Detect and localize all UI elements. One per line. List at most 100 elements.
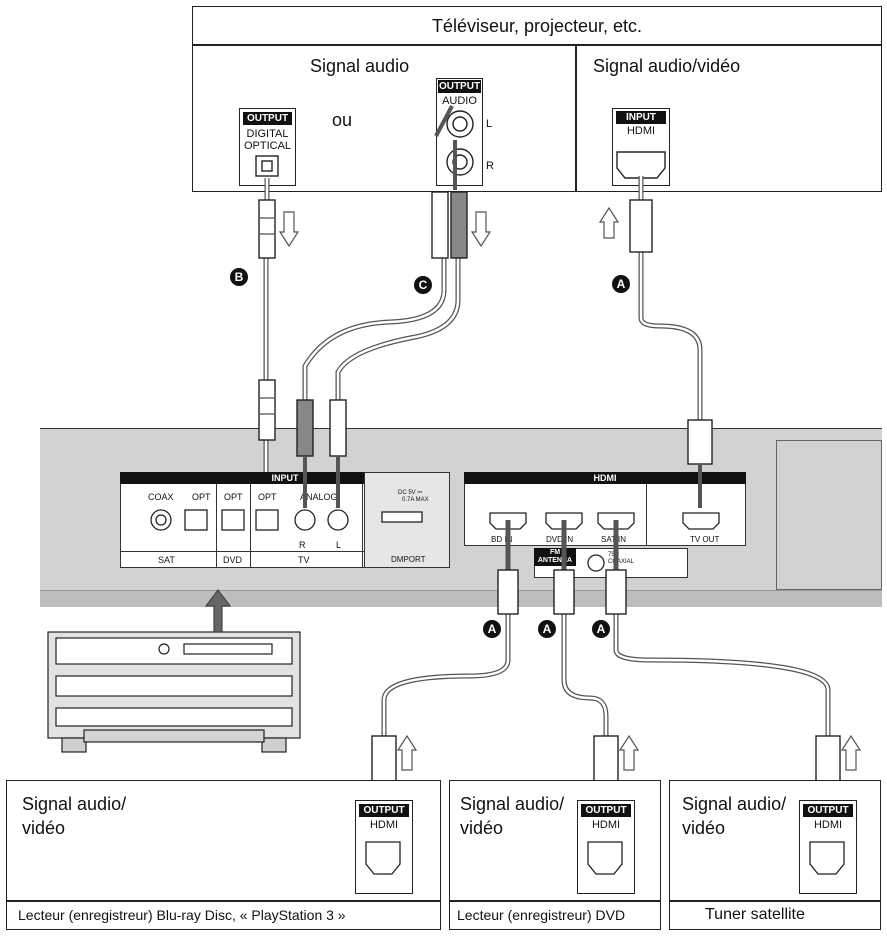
tv-optical-tag: OUTPUT [243,112,292,125]
opt-tv-label: OPT [258,492,277,502]
cable-a-badge-sat: A [592,620,610,638]
fm-line1: FM [549,549,561,556]
device-sat-hdmi-port [809,841,845,875]
analog-l-label: L [336,540,342,550]
input-bottom-row [120,551,450,552]
dmport-label: DMPORT [391,555,426,564]
analog-l-jack [327,509,349,531]
device-dvd-divider [449,900,661,902]
tv-section-divider [575,44,577,192]
tv-analog-r: R [486,160,494,172]
dmport-slot [381,511,423,523]
device-bd-hdmi: HDMI [369,819,399,831]
device-dvd-hdmi-port [587,841,623,875]
audio-signal-label: Signal audio [310,56,410,76]
dvd-in-label: DVD IN [546,535,574,544]
hdmi-tv-out-port [682,512,720,530]
arrow-up-dvd [618,734,640,771]
hdmi-header: HDMI [593,473,617,483]
tv-hdmi-port [616,151,666,179]
cable-a-badge-dvd: A [538,620,556,638]
cable-c-badge: C [414,276,432,294]
cable-a-badge-tv: A [612,275,630,293]
opt-dvd-jack [221,509,245,531]
opt-tv-jack [255,509,279,531]
device-sat-divider [669,900,881,902]
tv-title-divider [192,44,882,46]
receiver-illustration [47,589,301,753]
device-dvd-signal-1: Signal audio/ [460,794,565,814]
tv-rca-l-inner [452,116,468,132]
tv-rca-r-jack [446,148,474,176]
analog-cable-c [296,105,468,508]
dc-line2: 0.7A MAX [402,497,429,503]
dvd-group-label: DVD [223,555,243,565]
device-dvd-signal-2: vidéo [460,818,504,838]
device-sat-tag: OUTPUT [803,804,853,817]
hdmi-header-bar [464,472,746,484]
hdmi-cable-sat [605,520,841,880]
device-sat-signal-1: Signal audio/ [682,794,787,814]
cable-a-badge-bd: A [483,620,501,638]
device-bd-tag: OUTPUT [359,804,409,817]
tv-analog-output [436,78,483,186]
tv-title: Téléviseur, projecteur, etc. [431,16,643,36]
optical-cable-b [258,178,276,472]
tv-optical-line1: DIGITAL [246,128,289,140]
device-bd-divider [6,900,441,902]
device-bd-signal-2: vidéo [22,818,66,838]
tv-panel [192,6,882,192]
device-bd-name: Lecteur (enregistreur) Blu-ray Disc, « P… [18,907,346,923]
tv-optical-jack-inner [261,160,273,172]
device-dvd-name: Lecteur (enregistreur) DVD [457,907,626,923]
tv-optical-line2: OPTICAL [243,140,292,152]
sat-divider [216,484,217,568]
coax-jack-inner [155,514,167,526]
dc-line1: DC 5V ⎓ [398,490,423,496]
tv-rca-l-jack [446,110,474,138]
receiver-right-block [776,440,882,590]
device-sat-hdmi: HDMI [813,819,843,831]
or-label: ou [332,110,353,130]
receiver-bottom-strip [40,590,882,607]
fm-antenna-jack [587,554,605,572]
bd-in-label: BD IN [491,535,513,544]
sat-group-label: SAT [158,555,175,565]
tv-analog-label: AUDIO [442,95,477,107]
device-bd-signal-1: Signal audio/ [22,794,127,814]
tv-out-divider [646,484,647,546]
tv-divider [362,484,363,568]
arrow-down-analog [470,211,492,248]
tv-group-label: TV [298,555,310,565]
cable-b-badge: B [230,268,248,286]
coax-label: COAX [148,492,174,502]
opt-sat-jack [184,509,208,531]
device-sat-signal-2: vidéo [682,818,726,838]
analog-r-jack [294,509,316,531]
arrow-down-optical [278,211,300,248]
arrow-up-bd [396,734,418,771]
device-dvd-hdmi: HDMI [591,819,621,831]
hdmi-cable-tv [629,176,713,508]
fm-line2: ANTENNA [537,557,573,564]
tv-analog-l: L [486,118,493,130]
tv-hdmi-tag: INPUT [616,111,666,124]
input-header: INPUT [271,473,299,483]
coaxial-line2: COAXIAL [608,559,635,565]
analog-label: ANALOG [300,492,338,502]
tv-out-label: TV OUT [690,535,720,544]
tv-optical-jack [255,155,279,177]
arrow-up-tv [598,206,620,239]
hdmi-cable-dvd [553,520,619,880]
device-sat-name: Tuner satellite [705,906,805,923]
tv-analog-tag: OUTPUT [438,80,481,93]
opt-sat-label: OPT [192,492,211,502]
analog-r-label: R [299,540,306,550]
opt-dvd-label: OPT [224,492,243,502]
tv-hdmi-label: HDMI [626,125,656,137]
arrow-up-sat [840,734,862,771]
dvd-divider [250,484,251,568]
device-dvd-tag: OUTPUT [581,804,631,817]
